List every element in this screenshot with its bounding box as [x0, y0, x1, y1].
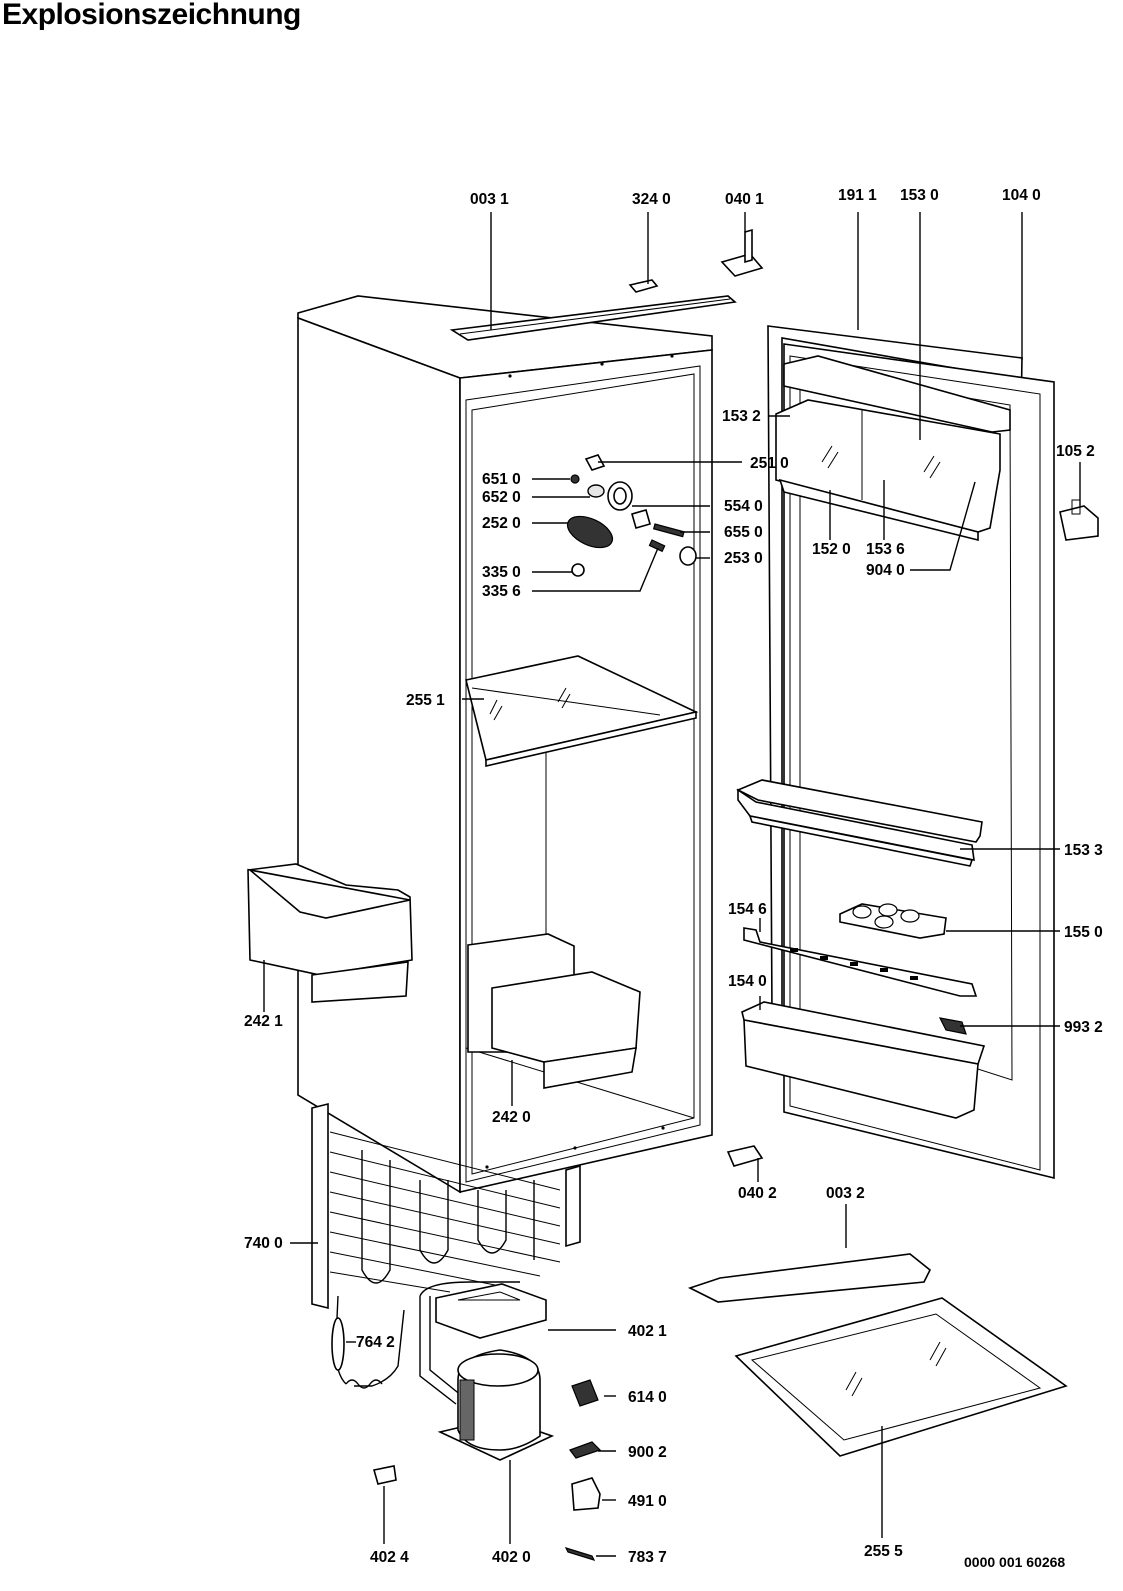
- label-191-1: 191 1: [838, 187, 877, 204]
- grommet-part: [372, 1465, 397, 1485]
- label-242-1: 242 1: [244, 1013, 283, 1030]
- storage-bin-left: [247, 863, 413, 1003]
- cable-clip: [564, 1547, 596, 1561]
- label-993-2: 993 2: [1064, 1019, 1103, 1036]
- small-clip: [938, 1017, 967, 1035]
- label-153-0: 153 0: [900, 187, 939, 204]
- label-783-7: 783 7: [628, 1549, 667, 1566]
- label-904-0: 904 0: [866, 562, 905, 579]
- label-255-5: 255 5: [864, 1543, 903, 1560]
- egg-tray: [839, 903, 947, 939]
- label-740-0: 740 0: [244, 1235, 283, 1252]
- refrigerant-line: [419, 1281, 520, 1405]
- label-040-2: 040 2: [738, 1185, 777, 1202]
- hinge-bracket-bottom: [726, 1145, 764, 1167]
- label-242-0: 242 0: [492, 1109, 531, 1126]
- overload-protector: [569, 1441, 602, 1459]
- label-253-0: 253 0: [724, 550, 763, 567]
- leader-lines: [263, 212, 1081, 1557]
- label-153-2: 153 2: [722, 408, 761, 425]
- condenser-grid: [311, 1102, 581, 1310]
- label-153-3: 153 3: [1064, 842, 1103, 859]
- compressor: [437, 1349, 555, 1461]
- label-335-6: 335 6: [482, 583, 521, 600]
- page-title: Explosionszeichnung: [2, 0, 301, 31]
- door-shelf-middle: [736, 779, 983, 867]
- compressor-tray: [435, 1283, 547, 1339]
- label-040-1: 040 1: [725, 191, 764, 208]
- door-panel: [783, 343, 1055, 1180]
- label-251-0: 251 0: [750, 455, 789, 472]
- part-labels: 003 1 324 0 040 1 191 1 153 0 104 0 153 …: [244, 187, 1103, 1566]
- clip-part: [628, 279, 659, 293]
- vegetable-bin: [467, 933, 641, 1089]
- label-764-2: 764 2: [356, 1334, 395, 1351]
- bottle-rail: [743, 927, 978, 997]
- label-900-2: 900 2: [628, 1444, 667, 1461]
- label-402-0: 402 0: [492, 1549, 531, 1566]
- label-155-0: 155 0: [1064, 924, 1103, 941]
- capillary-tube: [331, 1295, 405, 1389]
- label-255-1: 255 1: [406, 692, 445, 709]
- hinge-bracket-top: [720, 228, 764, 277]
- label-324-0: 324 0: [632, 191, 671, 208]
- top-cover-strip: [449, 295, 737, 341]
- label-614-0: 614 0: [628, 1389, 667, 1406]
- label-154-6: 154 6: [728, 901, 767, 918]
- label-554-0: 554 0: [724, 498, 763, 515]
- thermostat-parts: [566, 454, 697, 577]
- label-003-1: 003 1: [470, 191, 509, 208]
- label-003-2: 003 2: [826, 1185, 865, 1202]
- glass-shelf-upper: [465, 655, 699, 768]
- label-335-0: 335 0: [482, 564, 521, 581]
- document-number: 0000 001 60268: [964, 1554, 1065, 1570]
- label-152-0: 152 0: [812, 541, 851, 558]
- label-402-4: 402 4: [370, 1549, 409, 1566]
- label-651-0: 651 0: [482, 471, 521, 488]
- door-hinge: [1059, 499, 1099, 541]
- label-154-0: 154 0: [728, 973, 767, 990]
- label-105-2: 105 2: [1056, 443, 1095, 460]
- relay-part: [571, 1379, 599, 1407]
- label-652-0: 652 0: [482, 489, 521, 506]
- glass-shelf-bottom: [734, 1297, 1068, 1457]
- label-153-6: 153 6: [866, 541, 905, 558]
- label-655-0: 655 0: [724, 524, 763, 541]
- label-104-0: 104 0: [1002, 187, 1041, 204]
- label-402-1: 402 1: [628, 1323, 667, 1340]
- label-491-0: 491 0: [628, 1493, 667, 1510]
- relay-cover: [571, 1477, 601, 1511]
- label-252-0: 252 0: [482, 515, 521, 532]
- base-strip: [687, 1253, 932, 1303]
